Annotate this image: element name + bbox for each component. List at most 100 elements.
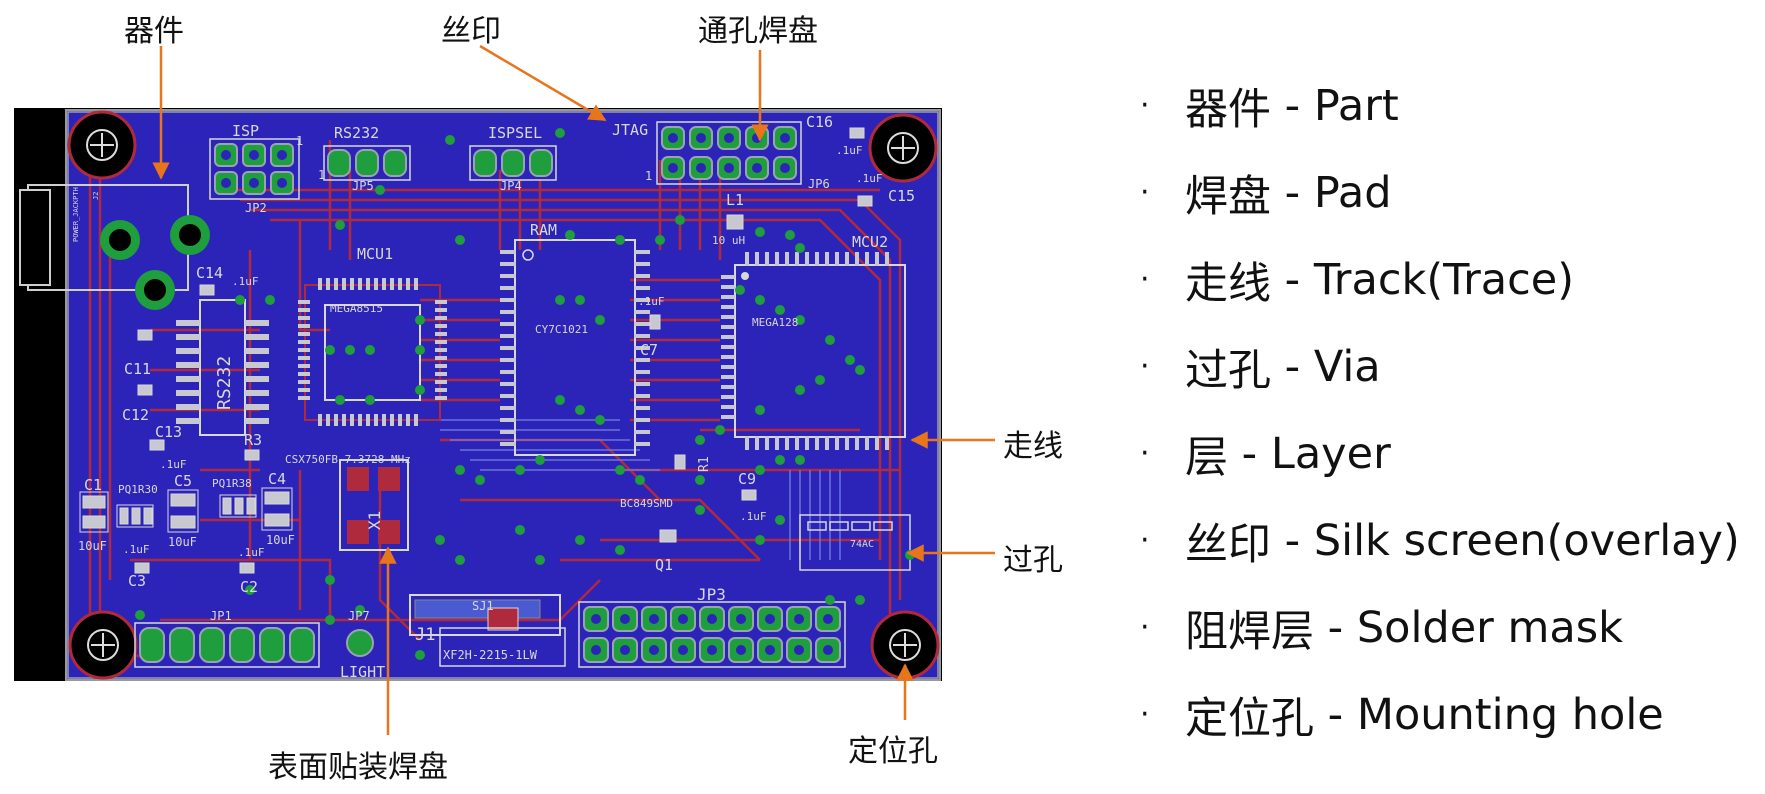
c12-label: C12	[122, 406, 149, 424]
callout-part: 器件	[124, 14, 184, 49]
ispsel-label: ISPSEL	[488, 124, 542, 142]
bullet-dot-icon: ·	[1140, 88, 1150, 123]
legend-zh: 器件	[1185, 84, 1271, 135]
c7-label: C7	[640, 341, 658, 359]
xf2h-label: XF2H-2215-1LW	[443, 648, 538, 662]
crystal-label: CSX750FB 7.3728 MHz	[285, 453, 411, 466]
mcu1-label: MCU1	[357, 245, 393, 263]
legend-item: ·器件 - Part	[1140, 62, 1740, 149]
legend-sep: -	[1271, 341, 1314, 392]
r3-label: R3	[244, 431, 262, 449]
rs232-pin1-label: 1	[318, 168, 325, 182]
legend-zh: 层	[1185, 432, 1228, 483]
c4-label: C4	[268, 470, 286, 488]
c4-value-label: 10uF	[266, 533, 295, 547]
legend-sep: -	[1314, 602, 1357, 653]
callout-smd-pad: 表面贴装焊盘	[268, 750, 448, 785]
legend-sep: -	[1271, 515, 1314, 566]
legend-zh: 焊盘	[1185, 171, 1271, 222]
power-jack: POWER_JACKPTH J2	[19, 184, 210, 310]
ram-label: RAM	[530, 221, 557, 239]
c15-value-label: .1uF	[856, 172, 883, 185]
legend-item: ·定位孔 - Mounting hole	[1140, 671, 1740, 758]
c5-value-label: 10uF	[168, 535, 197, 549]
mcu2-label: MCU2	[852, 233, 888, 251]
c7-value-label: .1uF	[638, 295, 665, 308]
bullet-dot-icon: ·	[1140, 436, 1150, 471]
rs232-ic-label: RS232	[214, 356, 235, 410]
legend-item: · 走线 - Track(Trace)	[1140, 236, 1740, 323]
jtag-pin1-label: 1	[645, 169, 652, 183]
c11-label: C11	[124, 360, 151, 378]
c14-value-label: .1uF	[232, 275, 259, 288]
legend-item: · 丝印 - Silk screen(overlay)	[1140, 497, 1740, 584]
jp5-label: JP5	[352, 179, 374, 193]
legend-item: ·过孔 - Via	[1140, 323, 1740, 410]
isp-label: ISP	[232, 122, 259, 140]
rs232-label: RS232	[334, 124, 379, 142]
legend-en: Track(Trace)	[1313, 254, 1575, 305]
legend-sep: -	[1271, 254, 1314, 305]
c1-value-label: 10uF	[78, 539, 107, 553]
jp4-label: JP4	[500, 179, 522, 193]
legend-zh: 走线	[1185, 258, 1271, 309]
c14-label: C14	[196, 264, 223, 282]
bullet-dot-icon: ·	[1140, 349, 1150, 384]
bullet-dot-icon: ·	[1140, 697, 1150, 732]
c3-value-label: .1uF	[123, 543, 150, 556]
callout-via: 过孔	[1003, 543, 1063, 578]
mega128-label: MEGA128	[752, 316, 798, 329]
pcb-board-picture: POWER_JACKPTH J2	[14, 44, 995, 735]
q1-label: Q1	[655, 556, 673, 574]
legend-en: Solder mask	[1356, 602, 1624, 653]
x1-label: X1	[365, 511, 384, 530]
c15-label: C15	[888, 187, 915, 205]
l1-value-label: 10 uH	[712, 234, 745, 247]
silk-labels: ISP 1 RS232 ISPSEL JTAG C16 .1uF .1uF C1…	[78, 113, 915, 681]
legend-sep: -	[1228, 428, 1271, 479]
cy7c1021-label: CY7C1021	[535, 323, 588, 336]
legend-zh: 定位孔	[1185, 693, 1314, 744]
connector-j1	[409, 594, 566, 667]
c5-label: C5	[174, 472, 192, 490]
bullet-dot-icon: ·	[1140, 610, 1150, 645]
light-label: LIGHT	[340, 663, 385, 681]
j1-label: J1	[415, 625, 435, 645]
legend-en: Pad	[1313, 167, 1392, 218]
callout-track: 走线	[1003, 429, 1063, 464]
crosshair-circle-icon	[870, 610, 940, 680]
legend-en: Silk screen(overlay)	[1313, 515, 1740, 566]
callout-thru-pad: 通孔焊盘	[698, 14, 818, 49]
jp2-label: JP2	[245, 201, 267, 215]
ic-74ac	[799, 514, 911, 571]
bullet-dot-icon: ·	[1140, 523, 1150, 558]
legend-sep: -	[1271, 80, 1314, 131]
l1-label: L1	[726, 191, 744, 209]
callout-arrows	[152, 44, 995, 735]
ic-74ac-label: 74AC	[850, 539, 874, 550]
thru-hole-pads	[134, 121, 846, 668]
bc849-label: BC849SMD	[620, 497, 673, 510]
legend-item: · 阻焊层 - Solder mask	[1140, 584, 1740, 671]
callout-silk: 丝印	[441, 14, 501, 49]
jp3-label: JP3	[697, 585, 726, 604]
legend-zh: 阻焊层	[1185, 606, 1314, 657]
c9-value-label: .1uF	[740, 510, 767, 523]
legend-zh: 丝印	[1185, 519, 1271, 570]
power-jack-label: POWER_JACKPTH	[72, 187, 80, 242]
ram-chip	[500, 239, 650, 456]
bullet-dot-icon: ·	[1140, 175, 1150, 210]
legend-en: Layer	[1270, 428, 1391, 479]
mounting-holes	[67, 110, 940, 680]
pq1r30-label: PQ1R30	[118, 483, 158, 496]
legend-sep: -	[1314, 689, 1357, 740]
c2-label: C2	[240, 578, 258, 596]
jtag-label: JTAG	[612, 121, 648, 139]
mcu1-chip	[298, 278, 447, 426]
bullet-dot-icon: ·	[1140, 262, 1150, 297]
j2-label: J2	[92, 192, 100, 200]
crosshair-circle-icon	[68, 610, 138, 680]
sj1-label: SJ1	[472, 599, 494, 613]
rs232-chip	[176, 299, 269, 436]
legend-zh: 过孔	[1185, 345, 1271, 396]
